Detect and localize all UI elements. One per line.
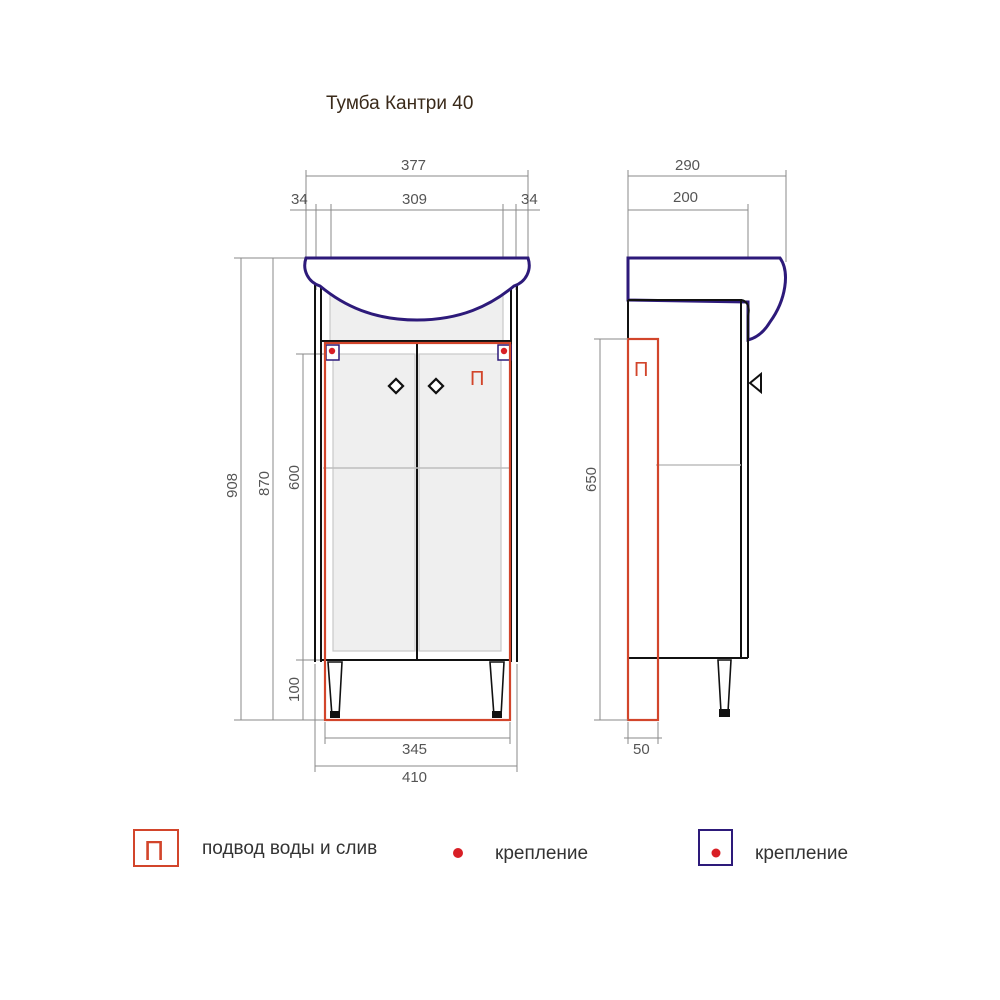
front-right-leg xyxy=(489,661,505,717)
left-door-panel xyxy=(332,353,416,652)
side-dimensions: 650 50 xyxy=(583,338,662,758)
dim-front-inner-width: 345 xyxy=(402,741,427,758)
dim-front-left-offset: 34 xyxy=(291,191,308,208)
front-top-dimensions: 377 34 309 34 xyxy=(290,157,540,290)
dim-front-basin-inner: 309 xyxy=(402,191,427,208)
side-foot xyxy=(719,709,730,717)
front-left-foot xyxy=(330,711,340,718)
side-zone-mark: П xyxy=(634,359,648,381)
drawing-title: Тумба Кантри 40 xyxy=(326,93,473,114)
mount-point-box-dot-icon xyxy=(711,848,721,858)
side-door-handle xyxy=(748,371,762,395)
legend-item-mount-box: крепление xyxy=(698,829,848,866)
dim-front-leg-height: 100 xyxy=(286,677,303,702)
side-leg xyxy=(717,659,732,713)
water-supply-zone-icon xyxy=(133,829,179,867)
front-height-dimensions: 908 870 600 100 xyxy=(224,257,331,721)
right-mount-dot xyxy=(500,347,508,355)
legend-item-water-supply: П подвод воды и слив xyxy=(133,829,377,867)
side-water-zone xyxy=(626,337,660,722)
dim-front-zone-height: 600 xyxy=(286,465,303,490)
front-bottom-dimensions: 345 410 xyxy=(314,664,518,786)
mount-point-dot-icon xyxy=(453,848,463,858)
front-water-zone xyxy=(323,341,512,722)
legend-item-mount-dot: крепление xyxy=(453,843,588,864)
legend-mount-dot-label: крепление xyxy=(495,843,588,864)
cabinet-front xyxy=(314,282,518,718)
dim-front-outer-width: 410 xyxy=(402,769,427,786)
front-basin xyxy=(303,256,531,322)
legend-water-supply-label: подвод воды и слив xyxy=(202,838,377,859)
left-door-handle xyxy=(387,377,405,395)
dim-front-total-height: 908 xyxy=(224,473,241,498)
dim-side-body-depth: 200 xyxy=(673,189,698,206)
legend-mount-box-label: крепление xyxy=(755,843,848,864)
front-view: 377 34 309 34 908 870 600 100 xyxy=(224,157,540,786)
dim-side-zone-height: 650 xyxy=(583,467,600,492)
dim-side-zone-width: 50 xyxy=(633,741,650,758)
right-door-handle xyxy=(427,377,445,395)
dim-front-body-height: 870 xyxy=(256,471,273,496)
legend: П подвод воды и слив крепление крепление xyxy=(133,829,848,867)
right-door-panel xyxy=(418,353,502,652)
mount-point-box-icon xyxy=(698,829,733,866)
front-right-foot xyxy=(492,711,502,718)
dim-side-total-depth: 290 xyxy=(675,157,700,174)
legend-zone-symbol: П xyxy=(144,835,164,866)
dim-front-right-offset: 34 xyxy=(521,191,538,208)
left-mount-dot xyxy=(328,347,336,355)
front-zone-mark: П xyxy=(470,368,484,390)
dim-front-total-width: 377 xyxy=(401,157,426,174)
side-top-dimensions: 290 200 xyxy=(627,157,787,302)
front-left-leg xyxy=(327,661,343,717)
side-view: 290 200 П 650 50 xyxy=(583,157,787,758)
